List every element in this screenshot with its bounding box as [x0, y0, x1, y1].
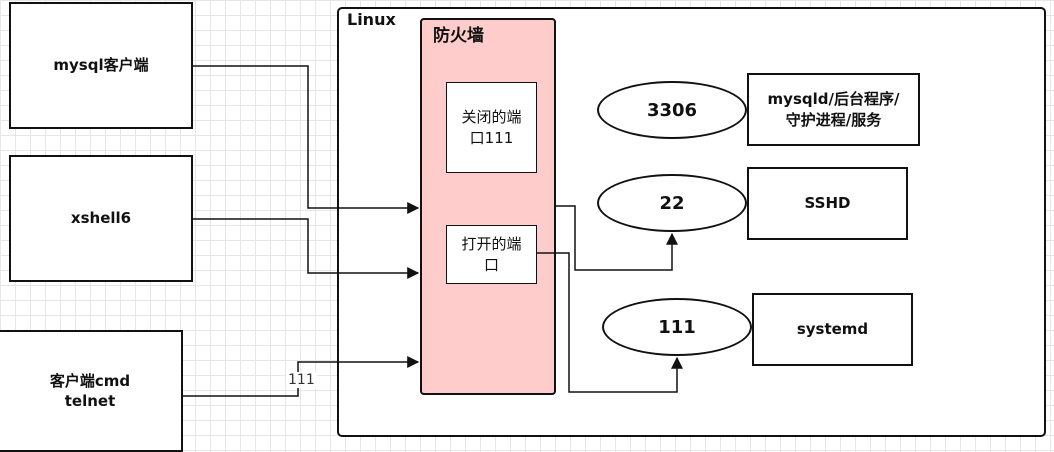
cmd-client-label: 客户端cmd: [49, 371, 131, 390]
mysql-to-firewall-line: [193, 65, 420, 214]
xshell-client-label: xshell6: [70, 209, 132, 228]
port-111-oval: 111: [602, 298, 752, 356]
sshd-service-label: SSHD: [804, 194, 851, 213]
firewall-label: 防火墙: [433, 26, 484, 46]
mysqld-service-label-line1: mysqld/后台程序/: [767, 90, 900, 109]
systemd-service-label: systemd: [796, 320, 869, 339]
closed-port-label-line1: 关闭的端: [461, 107, 522, 126]
port-3306-label: 3306: [646, 99, 698, 121]
open-port-label-line2: 口: [483, 255, 499, 274]
xshell-client-box: xshell6: [9, 155, 193, 282]
linux-label: Linux: [347, 10, 396, 29]
port-22-oval: 22: [597, 174, 747, 232]
open-port-box: 打开的端 口: [446, 225, 537, 284]
firewall-container: [420, 18, 556, 395]
port-22-label: 22: [659, 192, 685, 214]
cmd-telnet-client-box: 客户端cmd telnet: [0, 330, 183, 452]
open-port-to-port-111-line: [537, 252, 683, 393]
port-3306-oval: 3306: [597, 81, 747, 139]
closed-port-box: 关闭的端 口111: [446, 82, 537, 173]
mysql-client-label: mysql客户端: [53, 56, 149, 75]
systemd-service-box: systemd: [752, 293, 913, 366]
mysql-client-box: mysql客户端: [9, 2, 193, 129]
sshd-service-box: SSHD: [747, 167, 908, 240]
mysqld-service-box: mysqld/后台程序/ 守护进程/服务: [747, 73, 920, 146]
connection-port-label: 111: [286, 372, 317, 388]
closed-port-label-line2: 口111: [469, 128, 514, 147]
port-111-label: 111: [658, 316, 696, 338]
xshell-to-firewall-line: [193, 218, 420, 279]
mysqld-service-label-line2: 守护进程/服务: [785, 110, 882, 129]
firewall-to-port-22-line: [556, 205, 678, 271]
open-port-label-line1: 打开的端: [461, 234, 522, 253]
telnet-client-label: telnet: [64, 392, 116, 410]
